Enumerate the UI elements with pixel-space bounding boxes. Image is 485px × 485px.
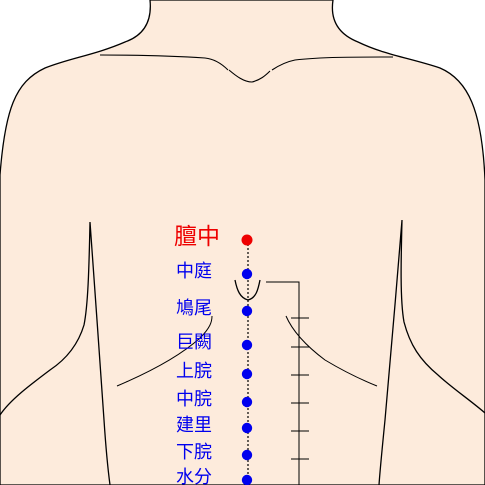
measurement-bracket	[266, 281, 300, 485]
acupoint-marker-xiawan[interactable]	[241, 449, 253, 461]
right-clavicle	[271, 56, 394, 71]
acupoint-label-shangwan: 上脘	[176, 360, 212, 382]
acupoint-label-xiawan: 下脘	[176, 441, 212, 463]
acupoint-label-shuifen: 水分	[176, 466, 212, 485]
acupoint-marker-jianli[interactable]	[241, 422, 253, 434]
acupoint-marker-zhongwan[interactable]	[241, 396, 253, 408]
acupoint-label-zhongting: 中庭	[176, 260, 212, 282]
acupoint-label-danzhong: 膻中	[174, 223, 220, 250]
acupoint-markers	[241, 234, 253, 485]
acupoint-label-juque: 巨闕	[176, 331, 212, 353]
left-clavicle	[99, 54, 229, 71]
acupoint-marker-zhongting[interactable]	[241, 268, 253, 280]
right-costal-arch	[285, 315, 378, 387]
jugular-notch	[228, 69, 271, 83]
acupoint-marker-jiuwei[interactable]	[241, 305, 253, 317]
acupoint-label-jiuwei: 鳩尾	[176, 297, 212, 319]
acupoint-marker-juque[interactable]	[241, 339, 253, 351]
right-arm-line	[378, 219, 485, 485]
acupoint-marker-shuifen[interactable]	[241, 474, 253, 485]
acupoint-marker-shangwan[interactable]	[241, 368, 253, 380]
left-arm-line	[0, 221, 111, 485]
acupoint-label-jianli: 建里	[176, 414, 212, 436]
acupoint-marker-danzhong[interactable]	[241, 234, 253, 246]
acupoint-label-zhongwan: 中脘	[176, 388, 212, 410]
left-costal-arch	[116, 315, 213, 387]
scale-ticks	[291, 317, 309, 460]
